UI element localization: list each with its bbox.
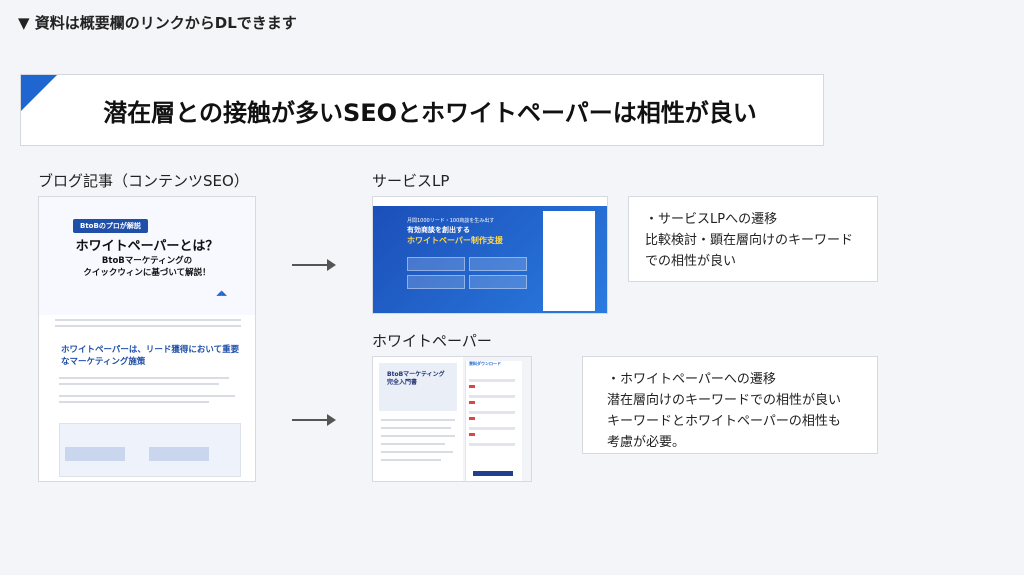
note-line: キーワードとホワイトペーパーの相性も — [607, 414, 841, 429]
whitepaper-screenshot: BtoBマーケティング 完全入門書 資料ダウンロード — [372, 356, 532, 482]
blog-subhead-line: クイックウィンに基づいて解説！ — [83, 268, 211, 278]
service-lp-note: ・サービスLPへの遷移 比較検討・顕在層向けのキーワード での相性が良い — [628, 196, 878, 282]
service-lp-screenshot: 月間1000リード・100商談を生み出す 有効商談を創出する ホワイトペーパー制… — [372, 196, 608, 314]
note-line: での相性が良い — [645, 254, 737, 269]
wp-form-title: 資料ダウンロード — [469, 361, 501, 366]
note-line: ・サービスLPへの遷移 — [645, 212, 778, 227]
note-line: 比較検討・顕在層向けのキーワード — [645, 233, 854, 248]
corner-accent — [21, 75, 57, 111]
lp-headline-2: ホワイトペーパー制作支援 — [407, 236, 503, 245]
slide-title: 潜在層との接触が多いSEOとホワイトペーパーは相性が良い — [103, 98, 757, 127]
blog-screenshot: BtoBのプロが解説 ホワイトペーパーとは？ BtoBマーケティングの クイック… — [38, 196, 256, 482]
slide-title-box: 潜在層との接触が多いSEOとホワイトペーパーは相性が良い — [20, 74, 824, 146]
arrow-right-icon — [292, 414, 336, 426]
lp-form — [543, 211, 595, 311]
note-line: 考慮が必要。 — [607, 435, 686, 450]
blog-headline: ホワイトペーパーとは？ — [75, 239, 219, 254]
top-note: ▼ 資料は概要欄のリンクからDLできます — [18, 14, 297, 32]
blog-hero — [39, 197, 255, 315]
lp-small-text: 月間1000リード・100商談を生み出す — [407, 218, 495, 224]
note-line: ・ホワイトペーパーへの遷移 — [607, 372, 776, 387]
blog-logo-icon: ◢◣ — [216, 289, 227, 297]
blog-tag: BtoBのプロが解説 — [73, 219, 148, 233]
blog-subhead: BtoBマーケティングの クイックウィンに基づいて解説！ — [39, 255, 255, 279]
whitepaper-label: ホワイトペーパー — [372, 332, 492, 350]
wp-cover — [379, 363, 457, 411]
note-line: 潜在層向けのキーワードでの相性が良い — [607, 393, 842, 408]
lp-headline: 有効商談を創出する — [407, 226, 470, 234]
blog-subhead-line: BtoBマーケティングの — [101, 256, 193, 266]
wp-download-button — [473, 471, 513, 476]
wp-cover-title: BtoBマーケティング 完全入門書 — [387, 371, 445, 386]
whitepaper-note: ・ホワイトペーパーへの遷移 潜在層向けのキーワードでの相性が良い キーワードとホ… — [582, 356, 878, 454]
service-lp-label: サービスLP — [372, 172, 450, 190]
blog-section-heading: ホワイトペーパーは、リード獲得において重要なマーケティング施策 — [61, 345, 240, 367]
arrow-right-icon — [292, 259, 336, 271]
blog-label: ブログ記事（コンテンツSEO） — [38, 172, 249, 190]
